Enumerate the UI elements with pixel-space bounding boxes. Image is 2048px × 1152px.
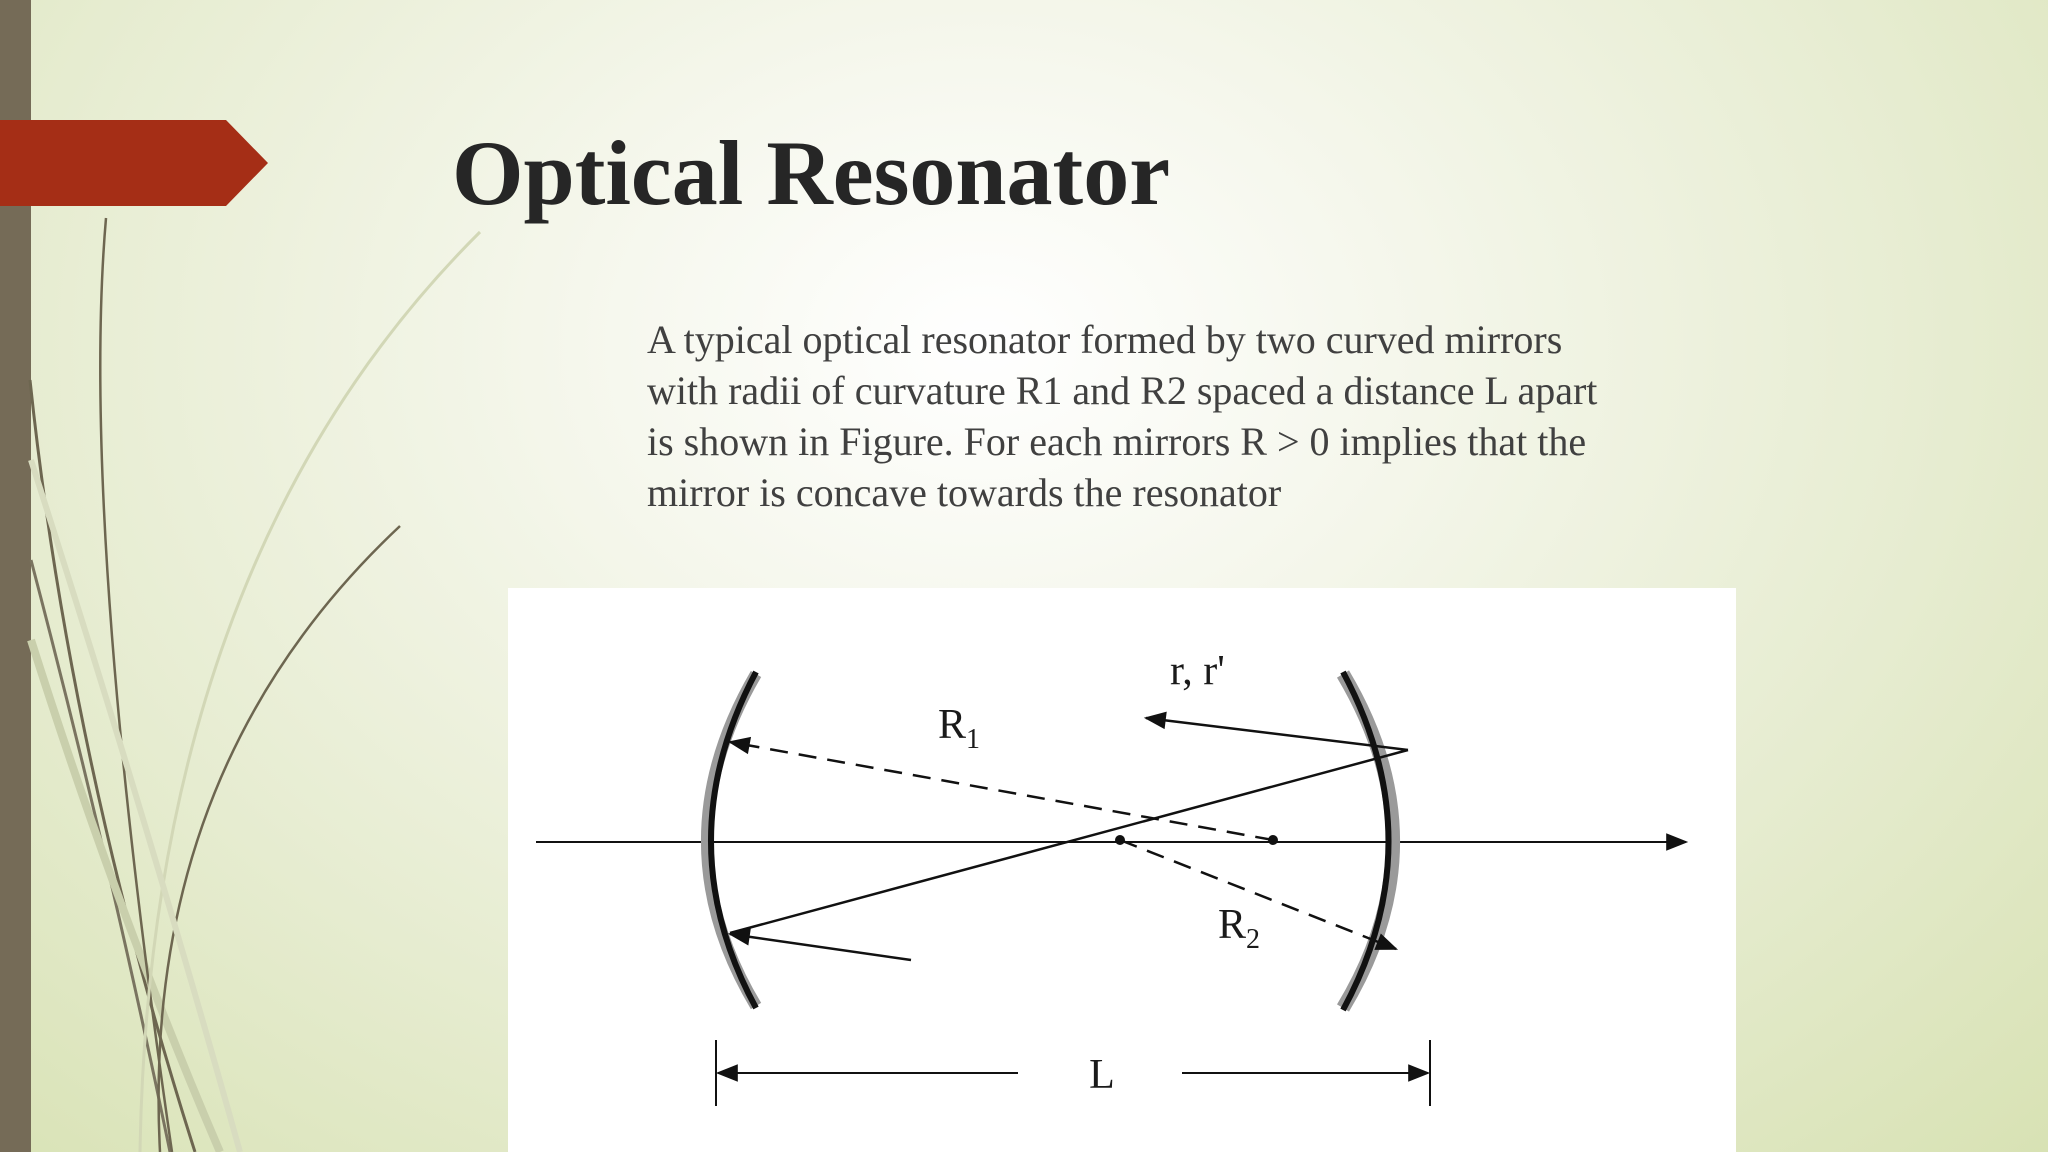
radius-r2-line (1119, 838, 1399, 951)
center-point-2 (1115, 835, 1125, 845)
page-title: Optical Resonator (452, 122, 1171, 224)
label-r1: R1 (938, 702, 980, 755)
label-ray: r, r' (1170, 648, 1225, 694)
radius-r1-line (727, 736, 1274, 842)
title-arrow-tab (0, 120, 268, 206)
right-mirror (1336, 670, 1400, 1012)
center-point-1 (1268, 835, 1278, 845)
decorative-grass-strokes (27, 217, 482, 1152)
body-paragraph: A typical optical resonator formed by tw… (647, 317, 1598, 515)
left-mirror (701, 670, 762, 1010)
ray-incoming (727, 928, 912, 962)
resonator-diagram: R1 R2 r, r' L (536, 648, 1689, 1106)
label-r2: R2 (1218, 902, 1260, 955)
ray-crossing (729, 748, 1409, 935)
resonator-figure: R1 R2 r, r' L (508, 588, 1736, 1152)
label-l: L (1089, 1052, 1115, 1098)
ray-reflected-out (1143, 711, 1409, 752)
